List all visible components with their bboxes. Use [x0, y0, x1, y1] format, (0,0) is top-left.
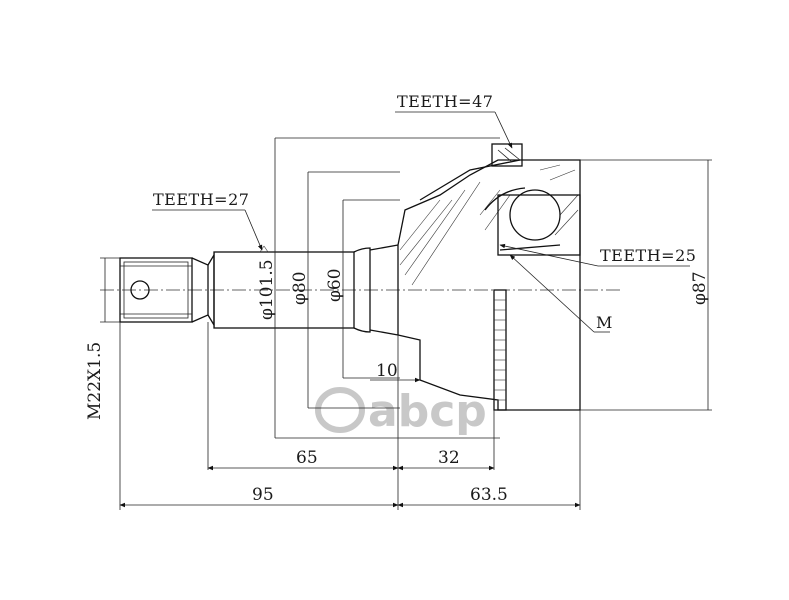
diameter-101-5-label: φ101.5 — [257, 259, 277, 320]
dim-95-label: 95 — [252, 485, 274, 505]
callout-m: M — [596, 313, 613, 332]
housing-hatch — [399, 164, 579, 286]
dim-32-label: 32 — [438, 448, 460, 468]
watermark-logo-icon — [315, 387, 365, 433]
threaded-stub — [119, 257, 209, 323]
tone-ring-top — [491, 143, 523, 167]
diameter-87-label: φ87 — [690, 271, 710, 305]
diameter-dimensions — [274, 137, 712, 439]
dim-10-label: 10 — [376, 361, 398, 381]
thread-label: M22X1.5 — [85, 342, 105, 420]
abs-teeth — [494, 299, 506, 401]
outer-housing — [397, 143, 581, 411]
diameter-60-label: φ60 — [325, 268, 345, 302]
callout-teeth-27: TEETH=27 — [153, 190, 249, 209]
diameter-80-label: φ80 — [290, 271, 310, 305]
callout-teeth-25: TEETH=25 — [600, 246, 696, 265]
watermark: abcp — [315, 386, 487, 437]
ball-icon — [509, 189, 561, 241]
callout-leaders — [152, 111, 690, 333]
shaft — [207, 244, 399, 336]
callout-teeth-47: TEETH=47 — [397, 92, 493, 111]
watermark-text: abcp — [368, 386, 487, 437]
dim-63-5-label: 63.5 — [470, 485, 508, 505]
length-dimensions — [100, 257, 581, 510]
dim-65-label: 65 — [296, 448, 318, 468]
